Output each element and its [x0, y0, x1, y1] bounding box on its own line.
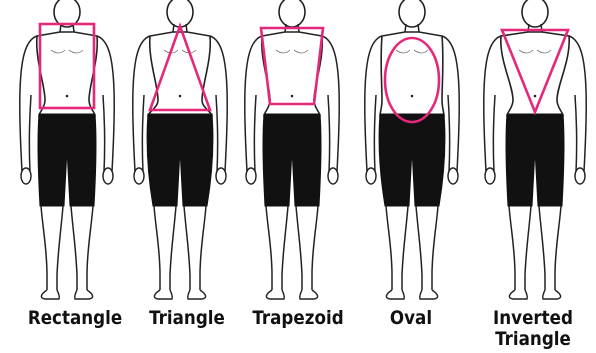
right-leg: [71, 206, 93, 290]
figure-triangle: [133, 0, 228, 299]
shorts: [147, 114, 213, 206]
left-hand: [134, 168, 144, 184]
right-leg: [296, 206, 318, 290]
right-arm: [322, 36, 339, 172]
right-hand: [328, 168, 338, 184]
left-foot: [41, 290, 59, 299]
label-oval: Oval: [358, 308, 464, 329]
left-foot: [266, 290, 284, 299]
left-arm: [20, 36, 37, 172]
left-hand: [366, 168, 376, 184]
label-inverted-triangle: Inverted Triangle: [485, 308, 582, 350]
right-hand: [103, 168, 113, 184]
head: [522, 0, 548, 27]
right-foot: [75, 290, 93, 299]
shorts: [38, 114, 96, 206]
right-arm: [97, 36, 114, 172]
left-leg: [266, 206, 288, 290]
navel: [179, 95, 182, 98]
left-foot: [509, 290, 527, 299]
left-arm: [245, 36, 262, 172]
left-leg: [386, 206, 408, 290]
right-foot: [188, 290, 206, 299]
left-hand: [21, 168, 31, 184]
left-hand: [246, 168, 256, 184]
right-leg: [184, 206, 206, 290]
figure-oval: [365, 0, 460, 299]
torso: [148, 32, 212, 116]
left-foot: [154, 290, 172, 299]
figure-inverted-triangle: [484, 0, 587, 299]
right-hand: [216, 168, 226, 184]
figure-rectangle: [20, 0, 115, 299]
navel: [534, 95, 537, 98]
left-arm: [484, 36, 501, 172]
right-hand: [448, 168, 458, 184]
left-foot: [386, 290, 404, 299]
torso: [37, 32, 98, 116]
right-arm: [569, 36, 586, 172]
figure-trapezoid: [245, 0, 340, 299]
left-leg: [509, 206, 531, 290]
right-foot: [543, 290, 561, 299]
label-rectangle: Rectangle: [22, 308, 128, 329]
right-hand: [575, 168, 585, 184]
left-leg: [41, 206, 63, 290]
shorts: [263, 114, 321, 206]
label-inverted-triangle-line-2: Triangle: [485, 329, 582, 350]
shorts: [506, 114, 564, 206]
right-leg: [539, 206, 561, 290]
left-hand: [485, 168, 495, 184]
torso: [501, 32, 569, 116]
label-inverted-triangle-line-1: Inverted: [485, 308, 582, 329]
left-leg: [154, 206, 176, 290]
shorts: [379, 114, 445, 206]
navel: [291, 95, 294, 98]
navel: [411, 95, 414, 98]
label-trapezoid: Trapezoid: [245, 308, 351, 329]
right-leg: [416, 206, 438, 290]
navel: [66, 95, 69, 98]
label-triangle: Triangle: [134, 308, 240, 329]
right-foot: [420, 290, 438, 299]
head: [399, 0, 425, 27]
right-foot: [300, 290, 318, 299]
head: [279, 0, 305, 27]
